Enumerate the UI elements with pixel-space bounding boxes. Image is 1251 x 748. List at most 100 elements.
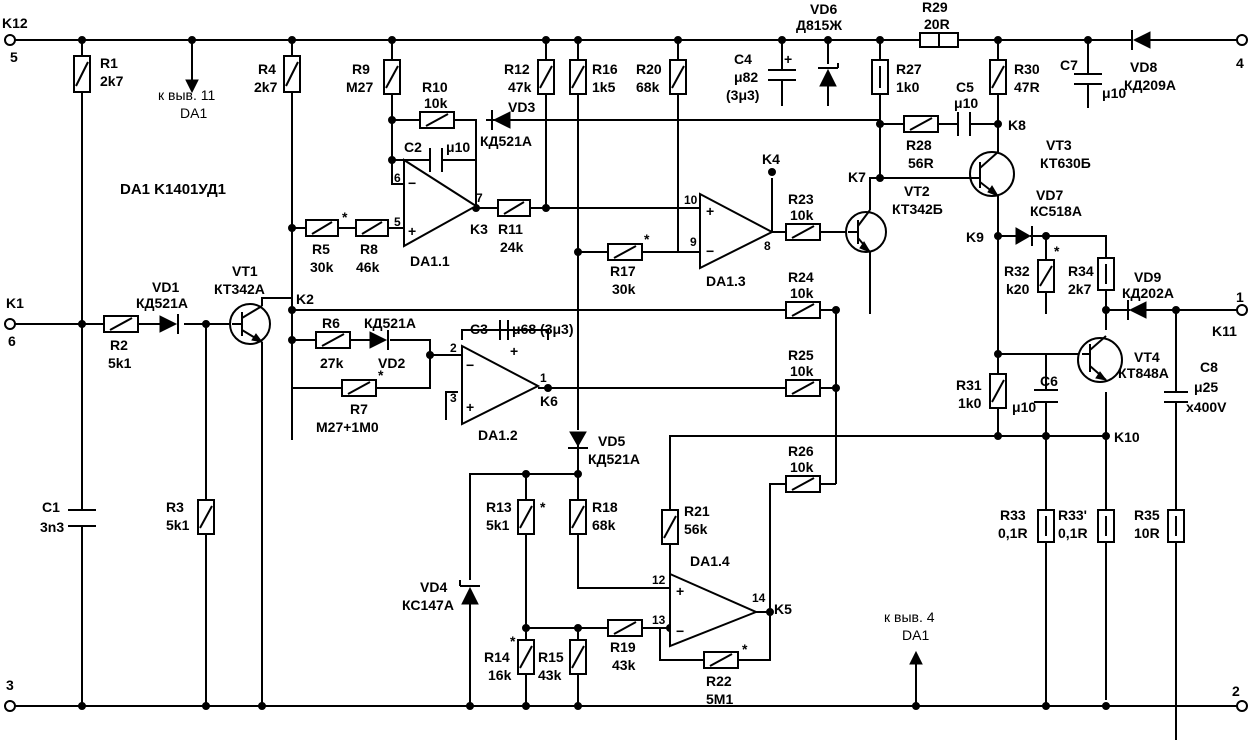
VD5-val: КД521А — [588, 451, 640, 467]
C1-val: 3n3 — [40, 519, 64, 535]
DA13-plus: + — [706, 203, 714, 219]
DA11-plus: + — [408, 223, 416, 239]
R17-ref: R17 — [610, 263, 636, 279]
VD1-val: КД521А — [136, 295, 188, 311]
point-K4: K4 — [762, 151, 780, 167]
transistor-VT4: VT4 КТ848А — [1077, 335, 1169, 383]
C5-val: μ10 — [954, 95, 978, 111]
DA14-pin-noninv: 12 — [652, 573, 666, 587]
R2-ref: R2 — [110, 337, 128, 353]
R1-val: 2k7 — [100, 73, 124, 89]
capacitor-C1: C1 3n3 — [40, 499, 96, 535]
test-points: K2 K3 K4 K5 K6 K7 K8 K9 K10 — [296, 117, 1140, 617]
R33b-ref: R33' — [1058, 507, 1087, 523]
VD9-ref: VD9 — [1134, 269, 1161, 285]
terminal-2 — [1236, 700, 1248, 712]
R32-ref: R32 — [1004, 263, 1030, 279]
capacitor-C3: C3 μ68 (3μ3) + — [470, 320, 574, 359]
DA11-ref: DA1.1 — [410, 253, 450, 269]
point-K3: K3 — [470, 221, 488, 237]
terminal-5-name: K12 — [2, 15, 28, 31]
ic-title: DA1 K1401УД1 — [120, 181, 226, 198]
VD3-ref: VD3 — [508, 99, 535, 115]
VD7-ref: VD7 — [1036, 187, 1063, 203]
C2-ref: C2 — [404, 139, 422, 155]
DA13-pin-inv: 9 — [690, 235, 697, 249]
resistors: R1 2k7 R4 2k7 R9 M27 R12 47k R16 1k5 R20… — [73, 0, 1185, 707]
capacitor-C8: C8 μ25 x400V — [1164, 359, 1227, 415]
R17-val: 30k — [612, 281, 636, 297]
junctions — [78, 36, 1180, 710]
VT1-ref: VT1 — [232, 263, 258, 279]
R8-val: 46k — [356, 259, 380, 275]
C4-val: μ82 — [734, 69, 758, 85]
R17-star: * — [644, 231, 650, 247]
R20-ref: R20 — [636, 61, 662, 77]
R2-val: 5k1 — [108, 355, 132, 371]
C4-ref: C4 — [734, 51, 752, 67]
terminal-1-num: 1 — [1236, 289, 1244, 305]
C8-ref: C8 — [1200, 359, 1218, 375]
C8-val: μ25 — [1194, 379, 1218, 395]
R21-ref: R21 — [684, 503, 710, 519]
VD6-ref: VD6 — [810, 1, 837, 17]
R23-ref: R23 — [788, 191, 814, 207]
DA11-pin-noninv: 5 — [394, 215, 401, 229]
R25-val: 10k — [790, 363, 814, 379]
terminal-4 — [1236, 34, 1248, 46]
R14-val: 16k — [488, 667, 512, 683]
DA14-ref: DA1.4 — [690, 553, 730, 569]
C8-val2: x400V — [1186, 399, 1227, 415]
R19-ref: R19 — [610, 639, 636, 655]
point-K8: K8 — [1008, 117, 1026, 133]
capacitor-C5: C5 μ10 — [954, 79, 978, 136]
terminal-6 — [4, 318, 16, 330]
R6-val: 27k — [320, 355, 344, 371]
R15-ref: R15 — [538, 649, 564, 665]
R7-val: M27+1M0 — [316, 419, 379, 435]
capacitor-C2: C2 μ10 — [404, 139, 470, 172]
diodes: VD1 КД521А VD2 КД521А VD3 КД521А VD4 КС1… — [136, 1, 1176, 613]
VT2-val: КТ342Б — [892, 201, 943, 217]
VD2-ref: VD2 — [378, 355, 405, 371]
R5-val: 30k — [310, 259, 334, 275]
VD3-val: КД521А — [480, 133, 532, 149]
note-pin11-a: к выв. 11 — [158, 87, 215, 103]
R34-val: 2k7 — [1068, 281, 1092, 297]
R28-val: 56R — [908, 155, 934, 171]
R33-val: 0,1R — [998, 525, 1028, 541]
transistor-VT1: VT1 КТ342А — [214, 263, 271, 345]
terminal-6-name: K1 — [6, 295, 24, 311]
terminal-1 — [1236, 304, 1248, 316]
R31-val: 1k0 — [958, 395, 982, 411]
capacitors: C1 3n3 C2 μ10 C3 μ68 (3μ3) + + C4 μ82 (3… — [40, 51, 1227, 535]
R19-val: 43k — [612, 657, 636, 673]
VD1-ref: VD1 — [152, 279, 179, 295]
R15-val: 43k — [538, 667, 562, 683]
DA12-pin-noninv: 3 — [450, 391, 457, 405]
DA14-pin-out: 14 — [752, 591, 766, 605]
C2-val: μ10 — [446, 139, 470, 155]
C6-ref: C6 — [1040, 373, 1058, 389]
DA14-plus: + — [676, 583, 684, 599]
DA12-ref: DA1.2 — [478, 427, 518, 443]
R7-ref: R7 — [350, 401, 368, 417]
C6-val: μ10 — [1012, 399, 1036, 415]
C3-plus: + — [510, 343, 518, 359]
terminal-6-num: 6 — [8, 333, 16, 349]
R22-ref: R22 — [706, 673, 732, 689]
capacitor-C7: C7 μ10 — [1060, 57, 1126, 101]
note-pin11-b: DA1 — [180, 105, 207, 121]
DA13-minus: − — [706, 243, 714, 259]
C7-ref: C7 — [1060, 57, 1078, 73]
terminals: K12 5 K1 6 3 4 1 K11 2 — [2, 15, 1248, 712]
R31-ref: R31 — [956, 377, 982, 393]
point-K5: K5 — [774, 601, 792, 617]
C7-val: μ10 — [1102, 85, 1126, 101]
R8-ref: R8 — [360, 241, 378, 257]
VD6-val: Д815Ж — [796, 17, 842, 33]
R22-star: * — [742, 641, 748, 657]
transistors: VT1 КТ342А VT2 КТ342Б VT3 КТ630Б — [214, 137, 1169, 383]
note-pin4-a: к выв. 4 — [884, 609, 935, 625]
point-K7: K7 — [848, 169, 866, 185]
